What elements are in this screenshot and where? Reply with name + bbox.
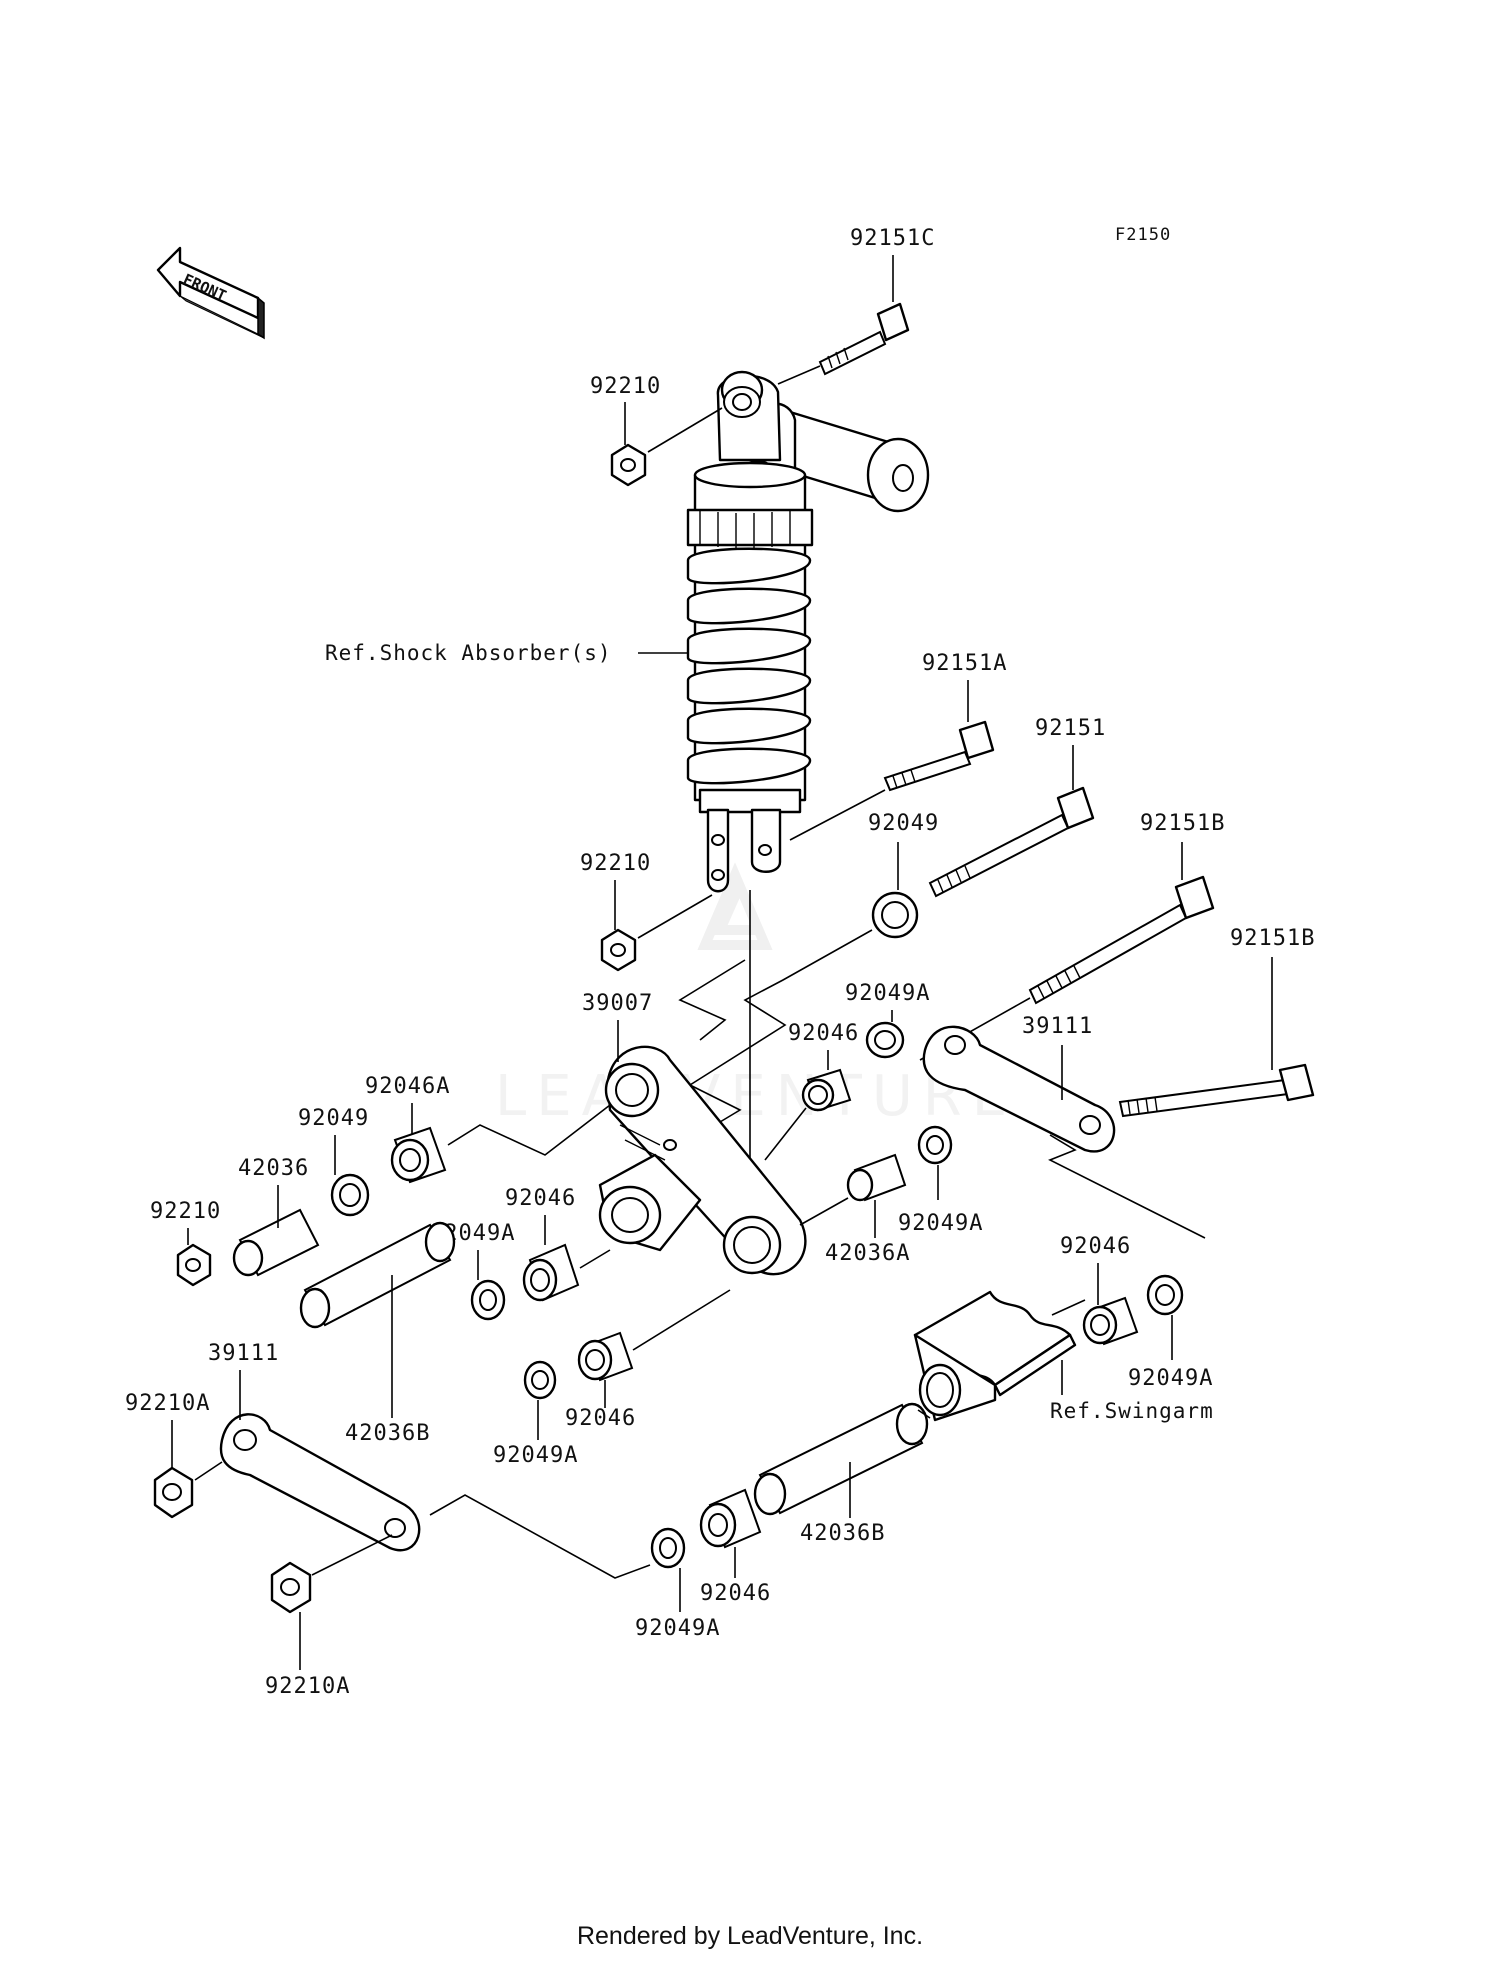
swingarm-reference: [913, 1290, 1077, 1422]
collar-92049A-e: [523, 1360, 557, 1400]
label-92210A-b: 92210A: [265, 1674, 350, 1699]
shock-spring: [686, 547, 812, 785]
bearing-92046A: [390, 1126, 447, 1184]
collar-42036B-a: [299, 1221, 456, 1329]
label-92210-top: 92210: [590, 374, 661, 399]
label-92046-d: 92046: [565, 1406, 636, 1431]
bolt-92151B-upper: [1028, 875, 1215, 1005]
ref-swingarm: Ref.Swingarm: [1050, 1399, 1214, 1423]
bearing-92046-d: [577, 1331, 634, 1382]
label-42036B-b: 42036B: [800, 1521, 885, 1546]
label-92046-e: 92046: [700, 1581, 771, 1606]
label-92151A: 92151A: [922, 651, 1007, 676]
watermark-text: LEADVENTURE: [495, 1064, 1017, 1129]
bearing-92046-e: [699, 1488, 762, 1549]
front-arrow-icon: FRONT: [156, 246, 265, 340]
nut-92210-mid: [600, 928, 637, 972]
label-92049A-c: 92049A: [898, 1211, 983, 1236]
label-92210-left: 92210: [150, 1199, 221, 1224]
shock-absorber: [686, 370, 930, 893]
label-92046-c: 92046: [1060, 1234, 1131, 1259]
nut-92210A-a: [153, 1466, 194, 1519]
link-plate-39111-left: [219, 1413, 421, 1552]
collar-42036: [232, 1208, 320, 1277]
label-92210-mid: 92210: [580, 851, 651, 876]
footer-credit: Rendered by LeadVenture, Inc.: [576, 1922, 924, 1950]
collar-92049A-a: [865, 1021, 905, 1059]
bearing-92046-b: [522, 1243, 580, 1302]
nut-92210A-b: [270, 1561, 312, 1614]
collar-92049-top: [871, 891, 919, 939]
collar-92049-left: [330, 1173, 370, 1217]
label-92049A-f: 92049A: [635, 1616, 720, 1641]
label-92049-top: 92049: [868, 811, 939, 836]
bolt-92151: [928, 786, 1095, 898]
collar-42036B-b: [753, 1402, 929, 1516]
label-92046A: 92046A: [365, 1074, 450, 1099]
nut-92210-top: [610, 443, 647, 487]
collar-42036A: [846, 1153, 907, 1202]
label-92049A-d: 92049A: [1128, 1366, 1213, 1391]
bolt-92151A: [883, 720, 995, 792]
label-42036: 42036: [238, 1156, 309, 1181]
bolt-92151C: [818, 302, 910, 376]
label-92151B-lower: 92151B: [1230, 926, 1315, 951]
nut-92210-left: [176, 1243, 212, 1287]
label-92210A-a: 92210A: [125, 1391, 210, 1416]
watermark: LEADVENTURE: [495, 862, 1017, 1129]
label-92049A-a: 92049A: [845, 981, 930, 1006]
ref-shock-absorber: Ref.Shock Absorber(s): [325, 641, 612, 665]
label-92151B-upper: 92151B: [1140, 811, 1225, 836]
rocker-arm-39007: [598, 1045, 807, 1276]
label-39111-left: 39111: [208, 1341, 279, 1366]
bearing-92046-c: [1082, 1296, 1139, 1346]
label-92049A-e: 92049A: [493, 1443, 578, 1468]
label-92046-a: 92046: [788, 1021, 859, 1046]
bolt-92151B-lower: [1118, 1063, 1315, 1118]
collar-92049A-d: [1146, 1274, 1184, 1316]
figure-code: F2150: [1115, 225, 1171, 245]
label-42036B-a: 42036B: [345, 1421, 430, 1446]
collar-92049A-c: [917, 1125, 953, 1165]
collar-92049A-b: [470, 1279, 506, 1321]
link-plate-39111-right: [922, 1025, 1116, 1153]
label-92046-b: 92046: [505, 1186, 576, 1211]
label-92049-left: 92049: [298, 1106, 369, 1131]
label-39111-right: 39111: [1022, 1014, 1093, 1039]
bearing-92046-a: [801, 1068, 852, 1112]
label-42036A: 42036A: [825, 1241, 910, 1266]
label-39007: 39007: [582, 991, 653, 1016]
label-92151: 92151: [1035, 716, 1106, 741]
collar-92049A-f: [650, 1527, 686, 1569]
label-92151C: 92151C: [850, 226, 935, 251]
